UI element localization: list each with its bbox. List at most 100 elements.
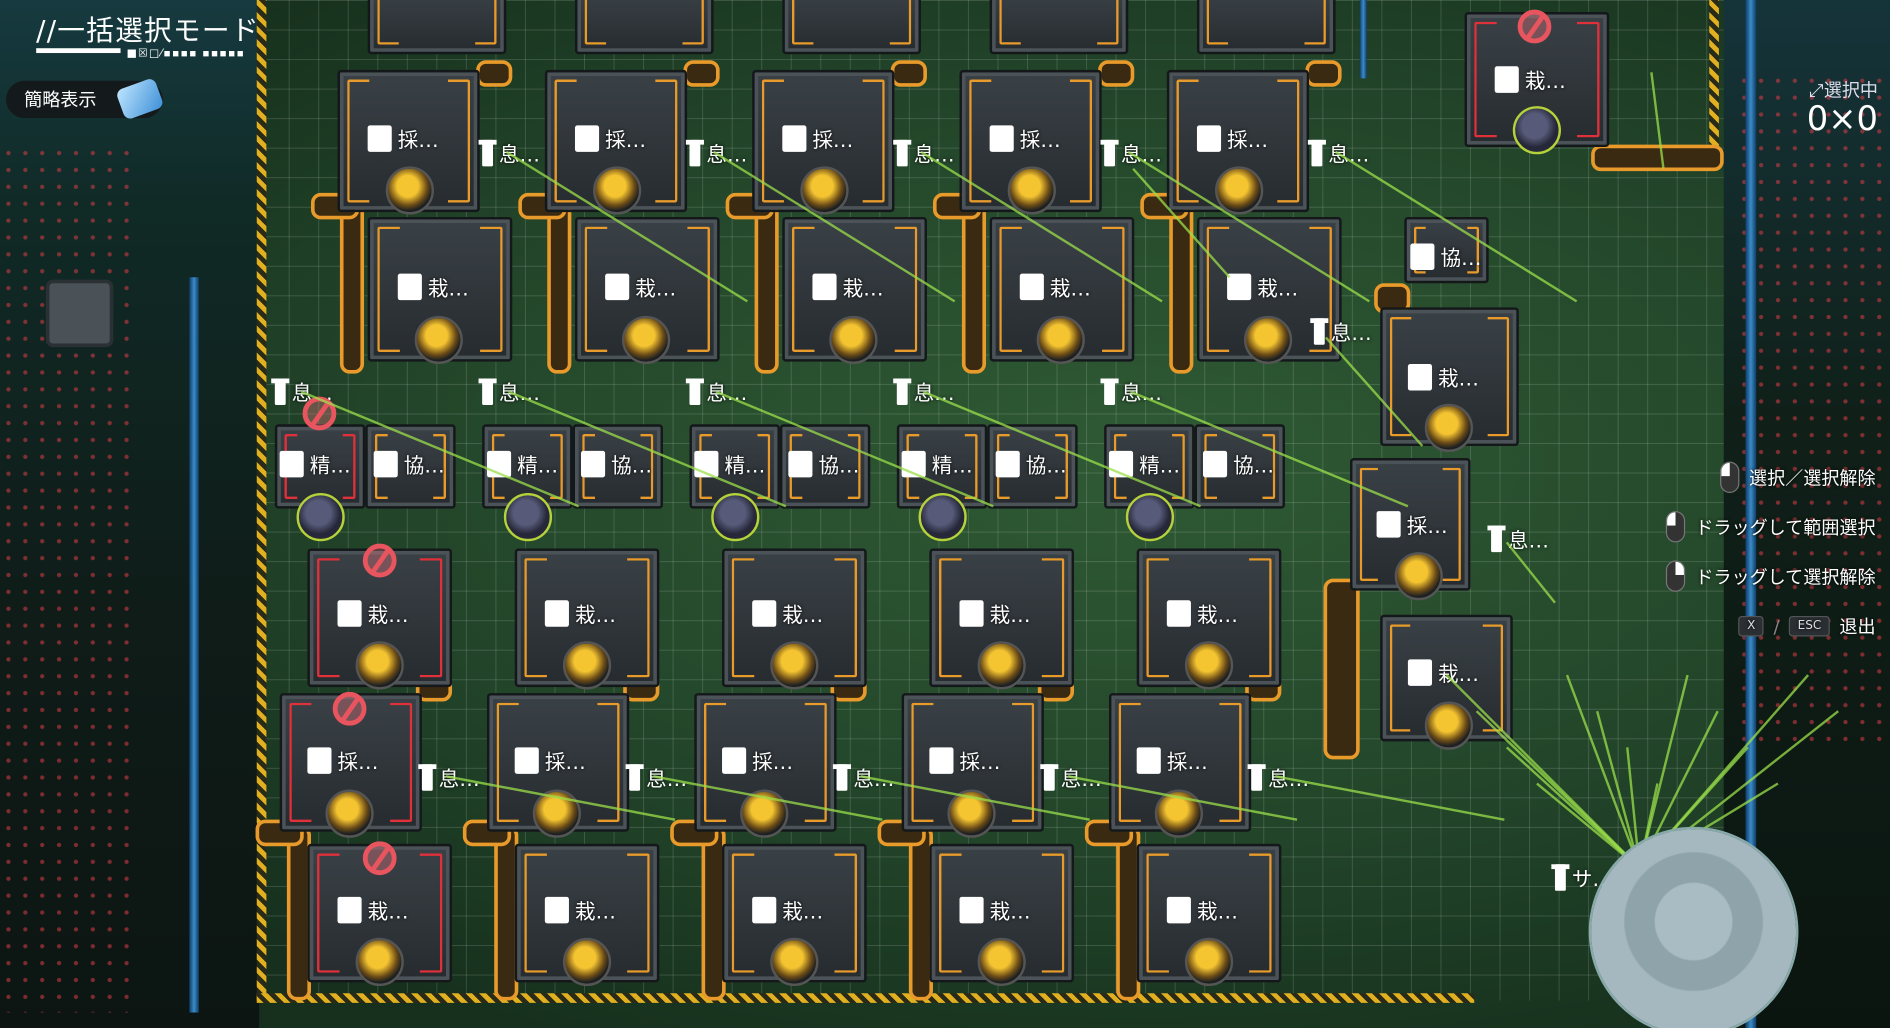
planting-unit[interactable] [722,843,867,983]
hazard-border-right [1709,0,1719,169]
plant-item-icon [1007,166,1056,215]
key-esc[interactable]: ESC [1789,615,1830,637]
building-label-zai[interactable]: 栽… [1227,271,1298,301]
exit-hint[interactable]: X / ESC 退出 [1738,614,1876,639]
building-label-zai[interactable]: 栽… [812,271,884,301]
building-label-zai[interactable]: 栽… [959,894,1031,925]
building-label-zai[interactable]: 栽… [337,598,409,628]
conveyor-belt[interactable] [890,60,927,87]
building-label-kyo[interactable]: 協… [1202,448,1274,479]
conveyor-belt[interactable] [1169,198,1194,374]
building-label-sai[interactable]: 採… [307,745,378,775]
plant-item-icon [977,641,1026,690]
building-label-iki[interactable]: 息… [1310,316,1372,346]
building-label-kyo[interactable]: 協… [581,448,652,479]
building-label-zai[interactable]: 栽… [337,894,409,925]
building-label-iki[interactable]: 息… [1487,523,1549,553]
building-label-sai[interactable]: 採… [929,745,1000,775]
pylon-icon [1100,377,1119,405]
building-label-iki[interactable]: 息… [1040,762,1102,792]
building-label-sei[interactable]: 精… [694,448,765,479]
building-label-zai[interactable]: 栽… [752,598,823,628]
building-label-kyo[interactable]: 協… [1410,241,1481,271]
building-label-zai[interactable]: 栽… [1166,598,1238,628]
building-label-zai[interactable]: 栽… [1407,657,1479,687]
conveyor-belt[interactable] [476,60,513,87]
building-label-sei[interactable]: 精… [901,448,973,479]
building-label-iki[interactable]: 息… [1100,137,1162,168]
key-x[interactable]: X [1738,615,1764,637]
building-label-zai[interactable]: 栽… [1019,271,1091,301]
building-icon [1410,242,1435,270]
building-label-iki[interactable]: 息… [685,137,747,168]
building-label-text: 栽… [989,603,1031,629]
machine[interactable] [574,0,714,55]
sphere-structure[interactable] [1591,829,1797,1028]
conveyor-belt[interactable] [1305,60,1342,87]
machine[interactable] [989,0,1129,55]
building-label-iki[interactable]: 息… [478,137,540,168]
building-label-iki[interactable]: 息… [1307,137,1369,168]
conveyor-belt[interactable] [1323,578,1360,760]
building-label-sai[interactable]: 採… [989,123,1061,153]
building-label-sai[interactable]: 採… [367,123,439,153]
machine[interactable] [367,0,507,55]
building-label-zai[interactable]: 栽… [1166,894,1238,925]
building-label-zai[interactable]: 栽… [544,894,616,925]
building-label-iki[interactable]: 息… [418,762,480,792]
building-label-iki[interactable]: 息… [685,376,747,406]
conveyor-belt[interactable] [547,198,572,374]
simplified-view-toggle[interactable]: 簡略表示 [6,77,165,121]
conveyor-belt[interactable] [683,60,720,87]
building-label-text: 息… [913,382,955,407]
building-label-sai[interactable]: 採… [1376,509,1448,539]
building-label-sai[interactable]: 採… [1136,745,1208,775]
key-separator: / [1773,615,1780,638]
pylon-icon [1551,863,1570,891]
building-label-zai[interactable]: 栽… [1494,64,1566,94]
building-label-zai[interactable]: 栽… [544,598,616,628]
building-label-sai[interactable]: 採… [782,123,853,153]
building-label-iki[interactable]: 息… [893,376,955,407]
machine[interactable] [782,0,921,55]
pylon-icon [271,377,290,405]
building-label-sei[interactable]: 精… [279,448,351,479]
building-label-zai[interactable]: 栽… [959,598,1031,629]
building-label-kyo[interactable]: 協… [788,448,859,479]
building-label-sai[interactable]: 採… [722,745,793,775]
building-label-iki[interactable]: 息… [478,376,540,406]
building-icon [544,896,569,923]
building-label-iki[interactable]: 息… [1247,762,1309,792]
conveyor-belt[interactable] [1098,60,1135,87]
building-label-sei[interactable]: 精… [1108,448,1180,479]
building-label-zai[interactable]: 栽… [752,894,824,925]
conveyor-belt[interactable] [754,198,779,374]
building-label-text: 栽… [989,900,1031,925]
building-icon [752,896,777,923]
building-label-kyo[interactable]: 協… [995,448,1067,479]
building-label-zai[interactable]: 栽… [397,271,469,301]
building-label-iki[interactable]: 息… [832,762,894,792]
conveyor-belt[interactable] [1591,144,1724,172]
building-label-sai[interactable]: 採… [514,745,586,775]
building-label-sai[interactable]: 採… [1196,123,1268,153]
building-label-zai[interactable]: 栽… [605,271,676,301]
building-label-sai[interactable]: 採… [574,123,646,153]
building-label-text: 栽… [782,900,824,925]
building-label-iki[interactable]: 息… [893,137,955,168]
conveyor-belt[interactable] [961,198,987,374]
building-label-sei[interactable]: 精… [486,448,558,479]
plant-item-icon [562,937,612,987]
plant-item-icon [355,937,404,987]
building-label-kyo[interactable]: 協… [373,448,445,479]
building-label-iki[interactable]: 息… [1100,376,1162,406]
building-icon [1494,65,1519,93]
pylon-icon [1307,139,1326,166]
conveyor-belt[interactable] [339,198,365,374]
building-label-iki[interactable]: 息… [625,762,687,792]
machine[interactable] [1196,0,1336,55]
ore-item-icon [918,493,967,542]
building-label-zai[interactable]: 栽… [1407,362,1479,392]
building-icon [959,896,984,923]
